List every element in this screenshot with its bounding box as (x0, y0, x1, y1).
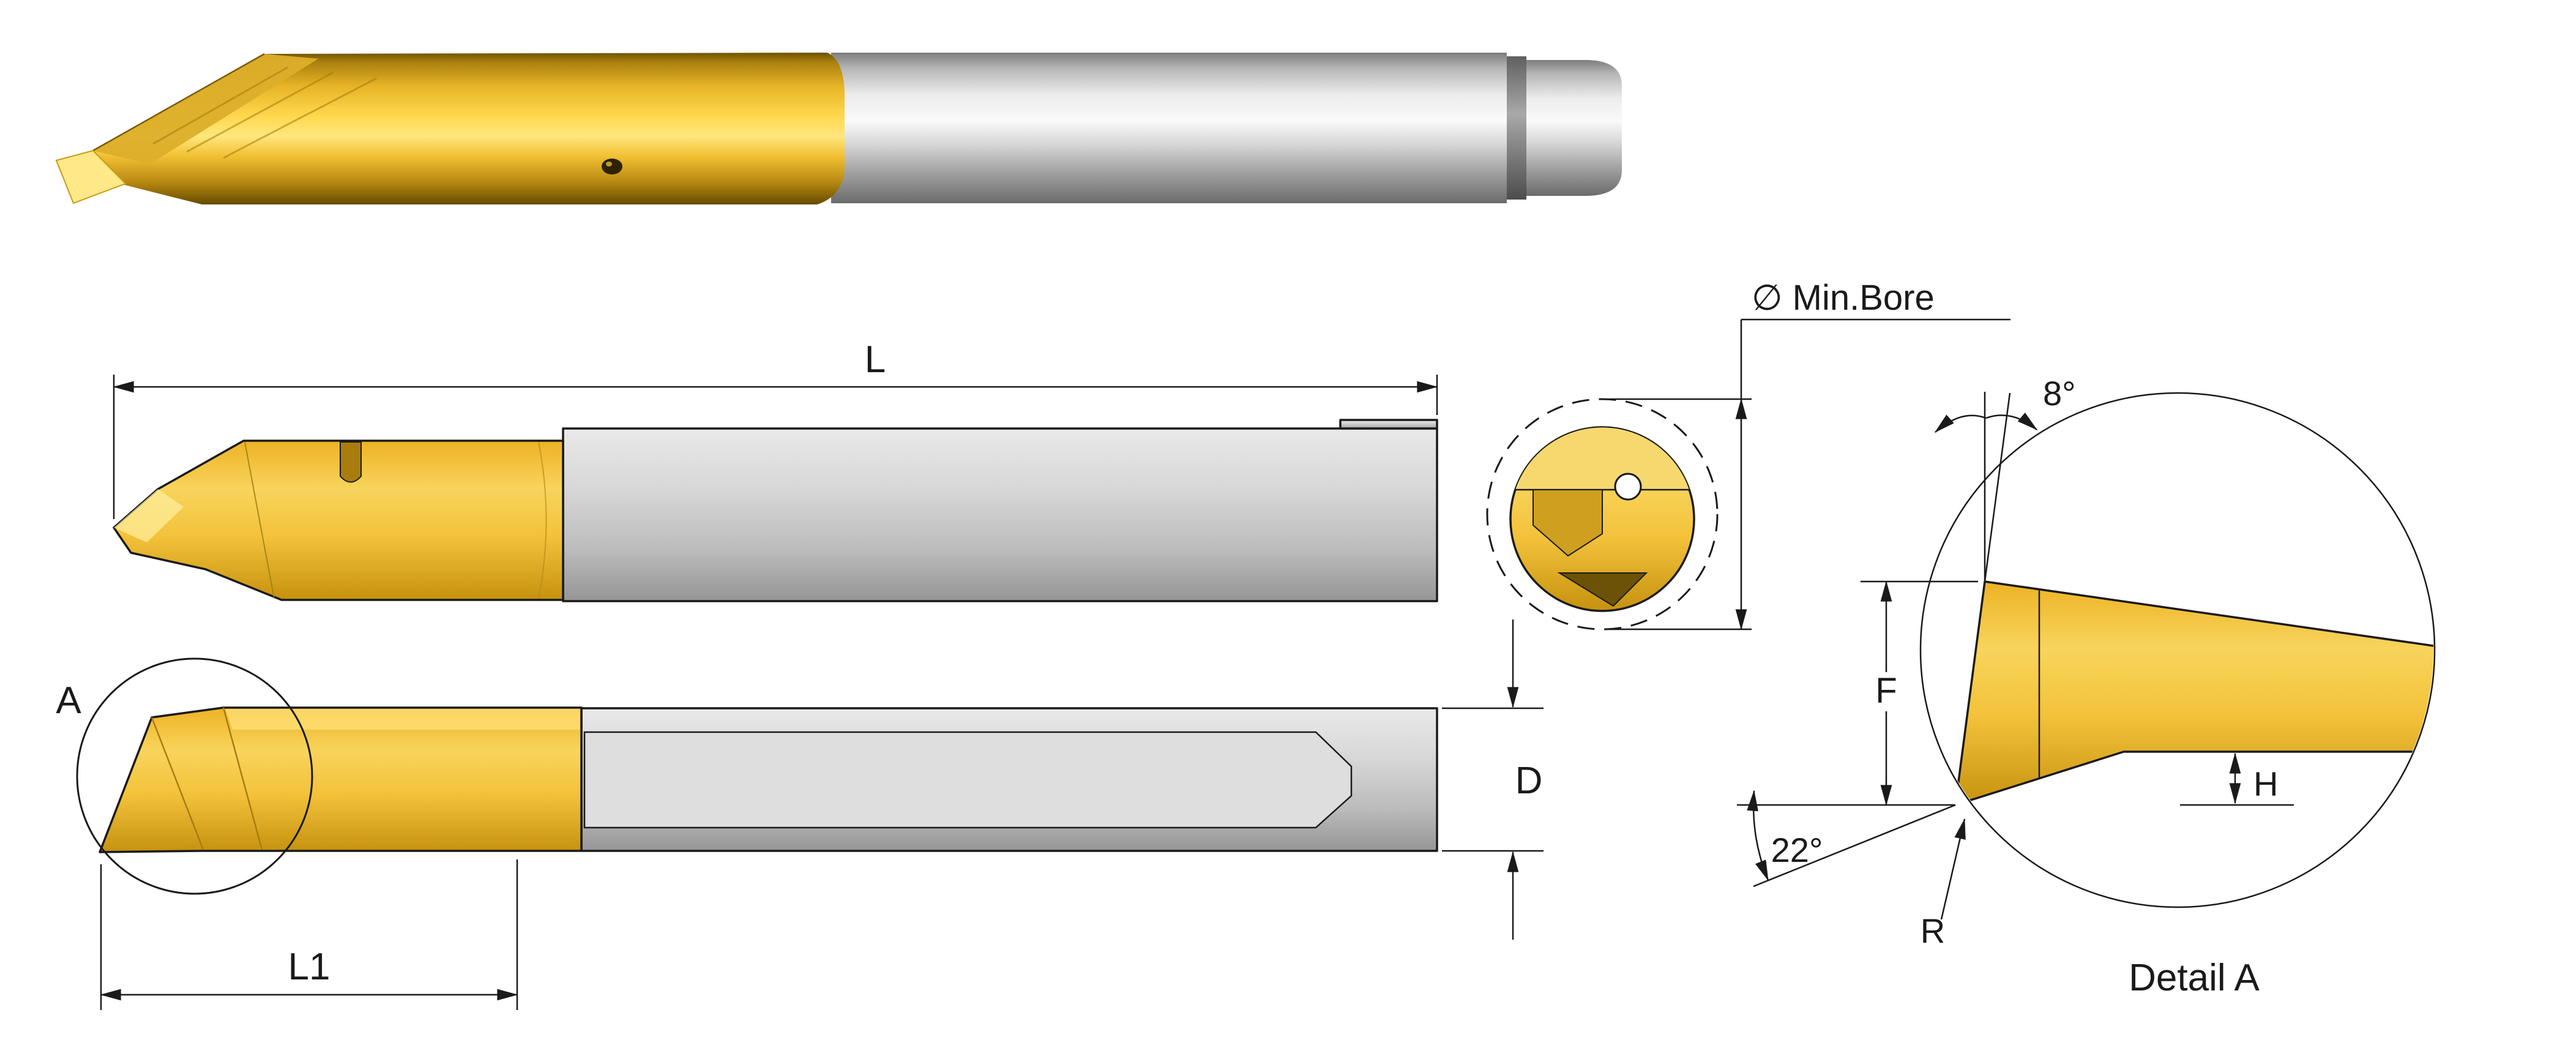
end-view-ground-notch (1533, 489, 1603, 557)
photo-shank-cylinder (831, 53, 1507, 203)
dim-label-min-bore: ∅ Min.Bore (1752, 278, 1935, 318)
dim-label-d: D (1515, 760, 1543, 802)
end-view-relief-wedge (1557, 572, 1648, 607)
dimension-h: H (2180, 752, 2294, 806)
side-view-tip-facet (114, 489, 184, 542)
dim-label-f: F (1875, 671, 1897, 711)
dimension-d: D (1442, 619, 1544, 940)
bottom-view-top-highlight (225, 709, 580, 730)
end-view-coolant-hole (1614, 473, 1642, 501)
end-view-upper-face (1515, 427, 1689, 490)
photo-shank-ring (1507, 56, 1526, 200)
photo-gold-head (92, 53, 845, 204)
bottom-view-facet-line-1 (151, 717, 204, 850)
detail-circle-a (76, 657, 313, 895)
detail-circle-large (1919, 392, 2436, 908)
side-view-bottom: A (56, 657, 1438, 895)
dimension-l1: L1 (100, 859, 518, 1010)
photo-coolant-hole (602, 159, 622, 174)
bottom-view-flat-inset (583, 731, 1353, 829)
dim-label-l1: L1 (288, 946, 330, 988)
side-view-shank (562, 427, 1438, 602)
detail-a-gold-tip (1954, 580, 2433, 806)
end-view-min-bore (1486, 398, 1719, 631)
dimension-f: F (1861, 580, 1978, 806)
detail-marker-a: A (56, 679, 81, 722)
dimension-min-bore: ∅ Min.Bore (1610, 278, 2010, 631)
photo-shank-end-cap (1526, 60, 1622, 196)
photo-coolant-hole-highlight (606, 162, 612, 167)
side-view-slot (340, 441, 362, 483)
dim-label-angle-8: 8° (2043, 374, 2076, 413)
dimension-l: L (113, 339, 1438, 519)
dim-label-h: H (2253, 765, 2278, 803)
side-view-shank-end-step (1339, 419, 1438, 430)
photo-edge-line (92, 53, 265, 152)
dim-label-l: L (865, 339, 886, 381)
dim-label-r: R (1921, 911, 1945, 950)
side-view-facet-line (244, 441, 275, 599)
detail-a-insert (1954, 580, 2433, 806)
dimension-angle-22: 22° (1737, 790, 1956, 888)
bottom-view-facet-line-2 (222, 707, 263, 850)
min-bore-dashed-circle (1486, 398, 1719, 631)
dim-label-angle-22: 22° (1771, 831, 1823, 869)
photo-grind-streaks (152, 66, 377, 159)
radius-leader: R (1921, 818, 1966, 950)
detail-a-view: 8° F 22° H R Detail A (1737, 374, 2436, 999)
side-view-top (113, 419, 1438, 602)
photo-cutting-tip (55, 149, 127, 204)
side-view-head (113, 440, 564, 601)
side-view-transition-line (538, 441, 547, 599)
dimension-angle-8: 8° (1934, 374, 2076, 582)
tool-photo (55, 53, 1622, 204)
detail-a-title: Detail A (2129, 957, 2260, 999)
